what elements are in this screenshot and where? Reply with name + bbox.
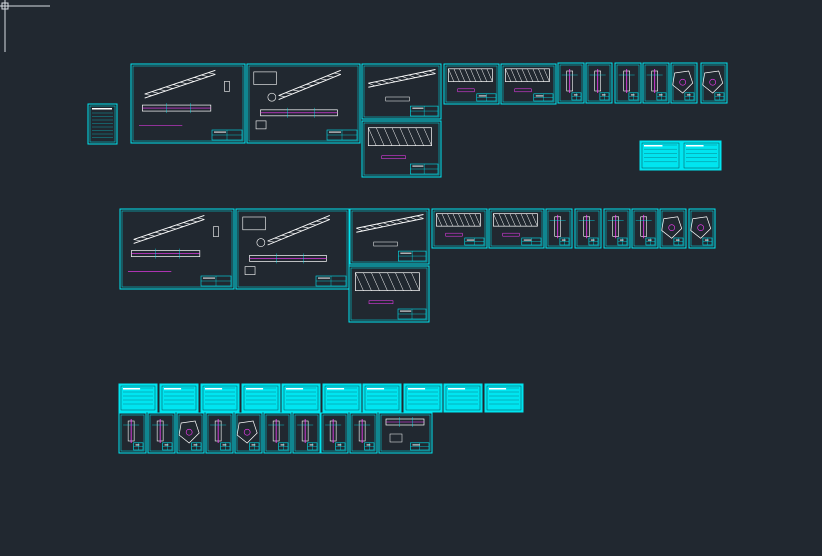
drawing-sheet[interactable] <box>205 412 234 454</box>
drawing-sheet[interactable] <box>639 140 682 171</box>
drawing-sheet[interactable] <box>159 383 199 413</box>
drawing-sheet[interactable] <box>443 63 500 105</box>
drawing-sheet[interactable] <box>642 62 670 104</box>
drawing-sheet[interactable] <box>130 63 246 144</box>
drawing-sheets <box>87 62 728 454</box>
drawing-set-3[interactable] <box>118 383 524 454</box>
drawing-sheet[interactable] <box>235 208 350 290</box>
drawing-sheet[interactable] <box>349 412 378 454</box>
drawing-sheet[interactable] <box>361 63 442 120</box>
drawing-sheet[interactable] <box>200 383 240 413</box>
drawing-sheet[interactable] <box>484 383 524 413</box>
drawing-sheet[interactable] <box>659 208 687 249</box>
drawing-set-2[interactable] <box>119 208 716 323</box>
drawing-sheet[interactable] <box>234 412 263 454</box>
drawing-sheet[interactable] <box>431 208 488 249</box>
drawing-sheet[interactable] <box>585 62 613 104</box>
drawing-sheet[interactable] <box>681 140 722 171</box>
drawing-sheet[interactable] <box>378 412 433 454</box>
drawing-sheet[interactable] <box>87 103 118 145</box>
drawing-sheet[interactable] <box>147 412 176 454</box>
ucs-crosshair-icon <box>0 0 50 52</box>
drawing-sheet[interactable] <box>443 383 483 413</box>
drawing-sheet[interactable] <box>348 265 430 323</box>
drawing-sheet[interactable] <box>488 208 545 249</box>
drawing-sheet[interactable] <box>574 208 602 249</box>
drawing-sheet[interactable] <box>322 383 362 413</box>
drawing-sheet[interactable] <box>118 412 147 454</box>
drawing-sheet[interactable] <box>631 208 659 249</box>
drawing-sheet[interactable] <box>403 383 443 413</box>
drawing-sheet[interactable] <box>118 383 158 413</box>
drawing-sheet[interactable] <box>320 412 349 454</box>
drawing-set-1[interactable] <box>87 62 728 178</box>
drawing-sheet[interactable] <box>263 412 292 454</box>
drawing-sheet[interactable] <box>603 208 631 249</box>
drawing-sheet[interactable] <box>176 412 205 454</box>
drawing-sheet[interactable] <box>362 383 402 413</box>
drawing-sheet[interactable] <box>614 62 642 104</box>
drawing-sheet[interactable] <box>281 383 321 413</box>
drawing-sheet[interactable] <box>688 208 716 249</box>
drawing-sheet[interactable] <box>246 63 361 144</box>
drawing-sheet[interactable] <box>700 62 728 104</box>
drawing-sheet[interactable] <box>670 62 698 104</box>
drawing-sheet[interactable] <box>349 208 430 265</box>
drawing-sheet[interactable] <box>545 208 573 249</box>
drawing-sheet[interactable] <box>557 62 585 104</box>
drawing-sheet[interactable] <box>119 208 235 290</box>
drawing-sheet[interactable] <box>361 120 442 178</box>
drawing-sheet[interactable] <box>241 383 281 413</box>
drawing-sheet[interactable] <box>500 63 557 105</box>
drawing-sheet[interactable] <box>292 412 321 454</box>
